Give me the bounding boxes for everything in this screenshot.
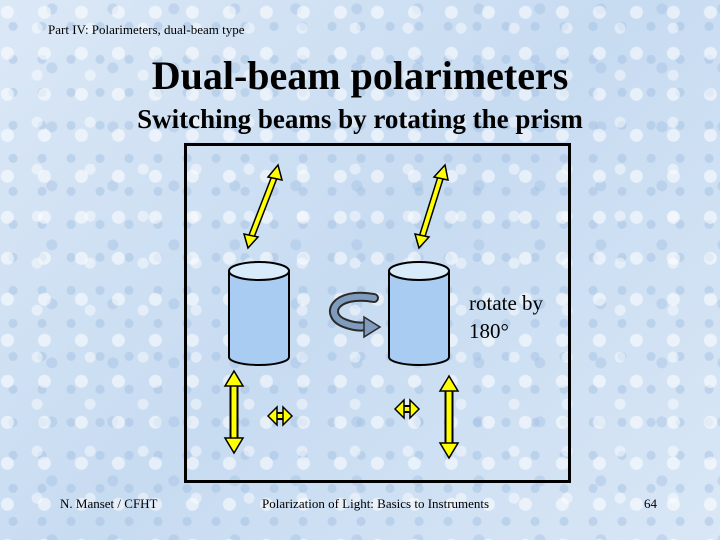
polarization-double-arrow-icon xyxy=(223,369,245,455)
diagram-panel: rotate by 180° xyxy=(184,143,571,483)
prism-cylinder-icon xyxy=(388,261,450,366)
diagram-frame xyxy=(184,143,571,483)
rotate-label-line1: rotate by xyxy=(469,291,544,315)
polarization-double-arrow-icon xyxy=(266,405,294,427)
footer-author: N. Manset / CFHT xyxy=(60,496,158,511)
page-number: 64 xyxy=(644,496,657,511)
rotate-label: rotate by 180° xyxy=(469,289,543,345)
polarization-double-arrow-icon xyxy=(242,163,284,250)
polarization-double-arrow-icon xyxy=(413,163,449,250)
diagram-canvas xyxy=(223,163,460,460)
polarization-double-arrow-icon xyxy=(438,374,460,460)
polarization-double-arrow-icon xyxy=(393,398,421,420)
prism-cylinder-icon xyxy=(228,261,290,366)
section-header: Part IV: Polarimeters, dual-beam type xyxy=(48,22,245,37)
footer-course: Polarization of Light: Basics to Instrum… xyxy=(262,496,490,511)
rotate-label-line2: 180° xyxy=(469,319,509,343)
slide-title: Dual-beam polarimeters xyxy=(151,53,569,98)
rotate-arrow-icon xyxy=(329,291,382,339)
slide-subtitle: Switching beams by rotating the prism xyxy=(137,104,583,134)
